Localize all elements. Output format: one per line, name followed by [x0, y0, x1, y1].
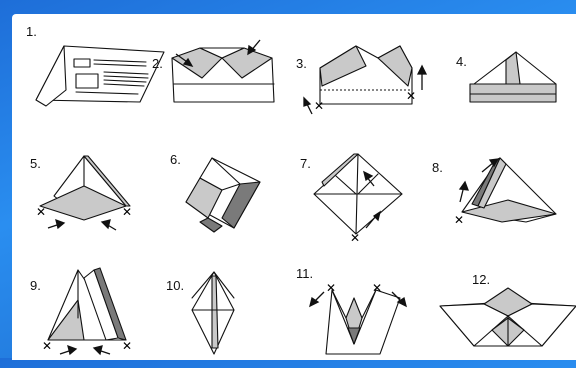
- step-10: 10.: [162, 258, 302, 368]
- step-12: 12.: [432, 258, 572, 368]
- diamond-illustration: [162, 258, 302, 358]
- diamond-illustration: ✕: [296, 142, 436, 242]
- arrow-icon: [94, 346, 110, 354]
- arrow-icon: [48, 220, 64, 228]
- fold-mark-icon: ✕: [350, 231, 360, 245]
- fold-mark-icon: ✕: [36, 205, 46, 219]
- step-7: 7. ✕: [296, 142, 436, 252]
- arrow-icon: [102, 220, 116, 230]
- fold-mark-icon: ✕: [326, 281, 336, 295]
- folded-paper-illustration: ✕ ✕: [296, 24, 436, 124]
- hat-illustration: [444, 24, 576, 124]
- arrow-icon: [60, 346, 76, 354]
- step-1: 1.: [26, 24, 166, 134]
- folded-paper-illustration: [152, 24, 292, 114]
- fold-mark-icon: ✕: [122, 339, 132, 353]
- arrow-up-icon: [418, 66, 426, 90]
- step-8: 8. ✕: [432, 142, 572, 252]
- step-5: 5. ✕ ✕: [26, 142, 166, 252]
- triangle-illustration: ✕ ✕: [26, 258, 166, 358]
- step-6: 6.: [152, 142, 292, 252]
- step-3: 3. ✕ ✕: [296, 24, 436, 134]
- step-11: 11. ✕ ✕: [296, 258, 436, 368]
- newspaper-illustration: [26, 24, 166, 114]
- boat-open-illustration: ✕ ✕: [296, 258, 436, 358]
- fold-mark-icon: ✕: [42, 339, 52, 353]
- step-2: 2.: [152, 24, 292, 134]
- fold-mark-icon: ✕: [372, 281, 382, 295]
- hat-illustration: ✕ ✕: [26, 142, 166, 242]
- arrow-icon: [310, 292, 324, 306]
- paper-boat-illustration: [432, 258, 576, 358]
- step-9: 9. ✕ ✕: [26, 258, 166, 368]
- arrow-icon: [460, 182, 468, 202]
- fold-mark-icon: ✕: [406, 89, 416, 103]
- arrow-icon: [304, 98, 312, 114]
- square-fold-illustration: [152, 142, 292, 242]
- fold-mark-icon: ✕: [122, 205, 132, 219]
- step-4: 4.: [444, 24, 576, 134]
- fold-mark-icon: ✕: [454, 213, 464, 227]
- fold-mark-icon: ✕: [314, 99, 324, 113]
- triangle-illustration: ✕: [432, 142, 576, 242]
- diagram-canvas: 1. 2.: [12, 14, 576, 360]
